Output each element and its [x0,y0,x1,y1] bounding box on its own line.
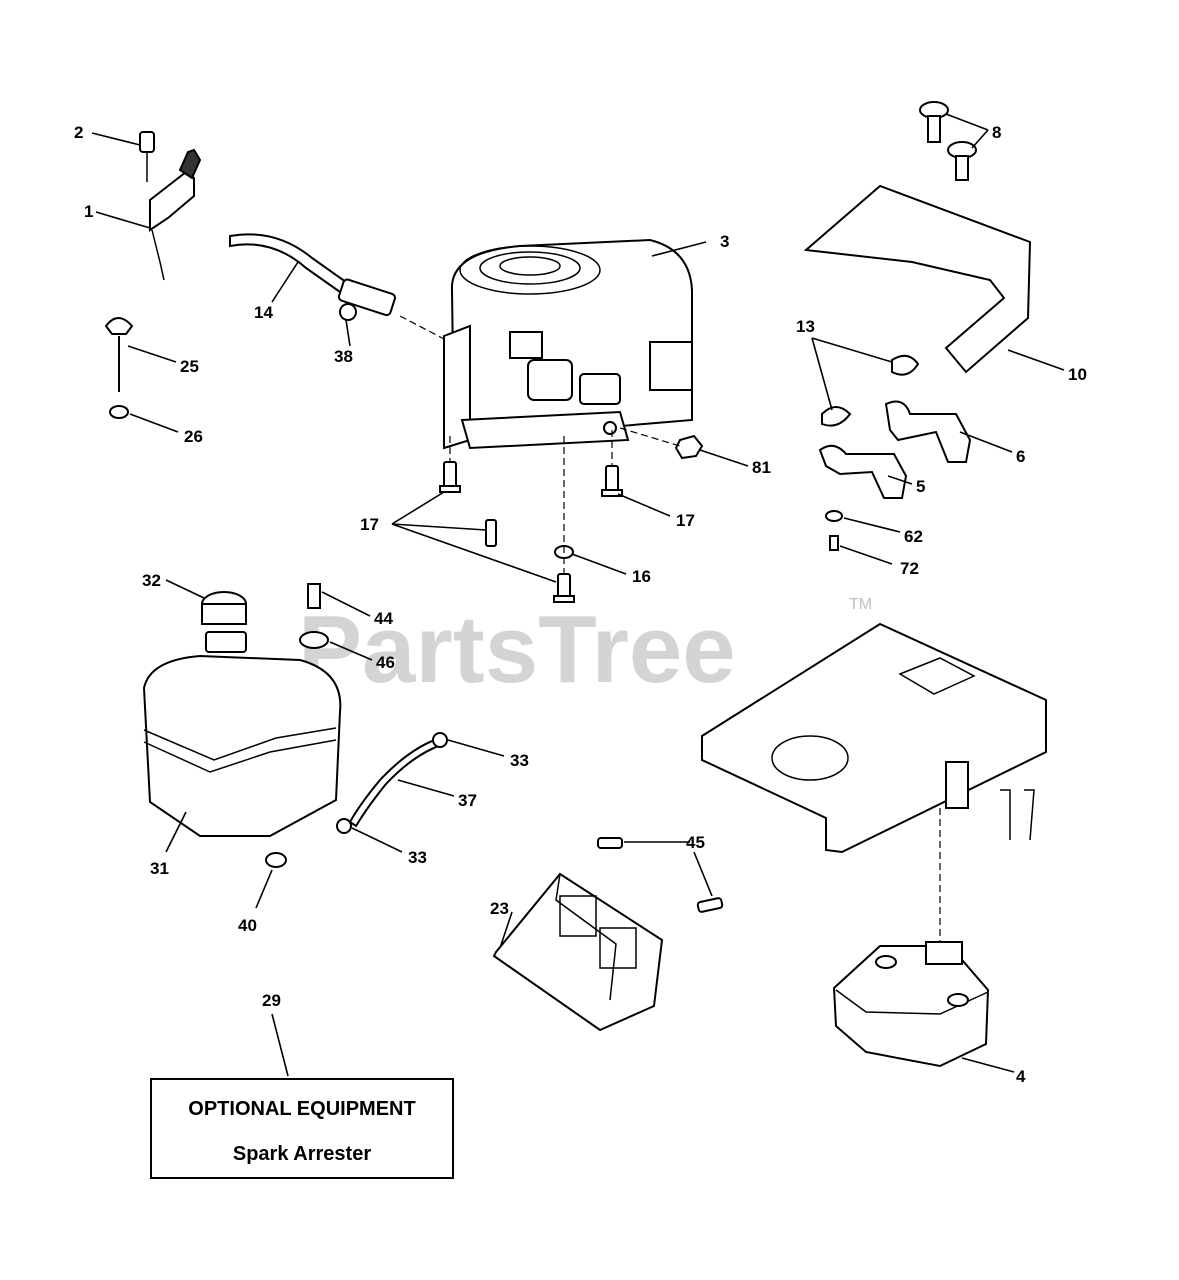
leader-31 [165,811,187,853]
leader-72 [839,545,893,565]
part-dipstick [104,317,134,419]
callout-4: 4 [1016,1067,1026,1086]
leader-14 [271,261,299,303]
leader-46 [329,641,373,661]
leader-13-b [811,337,893,363]
leader-16 [571,553,627,575]
leader-4 [961,1057,1015,1073]
leader-17-c [391,523,557,583]
callout-6: 6 [1016,447,1025,466]
part-throttle-control [139,131,202,281]
callout-13: 13 [796,317,815,336]
leader-38-dash [399,315,447,341]
callout-3: 3 [720,232,729,251]
callout-23: 23 [490,899,509,918]
part-screw-44 [307,583,321,609]
callout-17-left: 17 [360,515,379,534]
leader-37 [397,779,455,797]
part-fuel-tank [142,591,342,837]
leader-26 [129,413,179,433]
callout-8: 8 [992,123,1001,142]
callout-29: 29 [262,991,281,1010]
optional-equipment-title: OPTIONAL EQUIPMENT [188,1098,415,1120]
part-washer-46 [299,631,329,649]
callout-33-bottom: 33 [408,848,427,867]
leader-62 [843,517,901,533]
callout-44: 44 [374,609,393,628]
leader-81 [699,449,749,467]
callout-17-right: 17 [676,511,695,530]
leader-17-a [391,491,445,525]
callout-26: 26 [184,427,203,446]
leader-17-d [617,493,671,517]
leader-38 [345,319,351,347]
leader-6 [959,431,1013,453]
leader-2 [91,132,141,146]
callout-16: 16 [632,567,651,586]
callout-38: 38 [334,347,353,366]
callout-40: 40 [238,916,257,935]
leader-33-a [447,739,505,757]
part-bolts-17 [439,461,623,603]
leader-45-b [693,851,713,897]
leader-5 [887,475,913,485]
callout-45: 45 [686,833,705,852]
part-bushing-40 [265,852,287,868]
leader-44 [321,591,371,617]
callout-1: 1 [84,202,93,221]
callout-5: 5 [916,477,925,496]
optional-equipment-box [150,1078,454,1179]
leader-3 [651,241,707,257]
callout-10: 10 [1068,365,1087,384]
leader-81-dash [619,427,681,447]
leader-29 [271,1013,289,1077]
leader-13-a [811,337,833,411]
callout-14: 14 [254,303,273,322]
callout-62: 62 [904,527,923,546]
watermark-trademark: TM [849,596,872,613]
callout-46: 46 [376,653,395,672]
leader-8-a [945,113,989,131]
leader-33-b [351,827,403,853]
part-clamp-33b [336,818,352,834]
callout-33-top: 33 [510,751,529,770]
leader-8-b [971,129,989,149]
callout-2: 2 [74,123,83,142]
part-mounting-plate [701,622,1047,854]
callout-32: 32 [142,571,161,590]
part-fuel-line-37 [348,736,446,828]
leader-10 [1007,349,1065,371]
part-exhaust-pipes [818,354,972,551]
part-nut-81 [674,434,704,460]
part-bracket-23 [492,837,724,1032]
leader-25 [127,345,177,363]
part-screws-8 [919,101,977,181]
callout-25: 25 [180,357,199,376]
callout-81: 81 [752,458,771,477]
leader-17-b [391,523,487,531]
watermark-text: PartsTree [298,596,736,703]
part-engine [443,238,693,450]
leader-23 [499,911,513,949]
part-muffler [832,941,990,1068]
part-breather-tube [229,233,396,321]
part-heat-shield [803,184,1032,374]
callout-31: 31 [150,859,169,878]
callout-72: 72 [900,559,919,578]
spark-arrester-label: Spark Arrester [233,1143,371,1165]
leader-1 [95,211,151,229]
leader-32 [165,579,205,599]
part-clamp-33a [432,732,448,748]
leader-40 [255,869,273,909]
callout-37: 37 [458,791,477,810]
